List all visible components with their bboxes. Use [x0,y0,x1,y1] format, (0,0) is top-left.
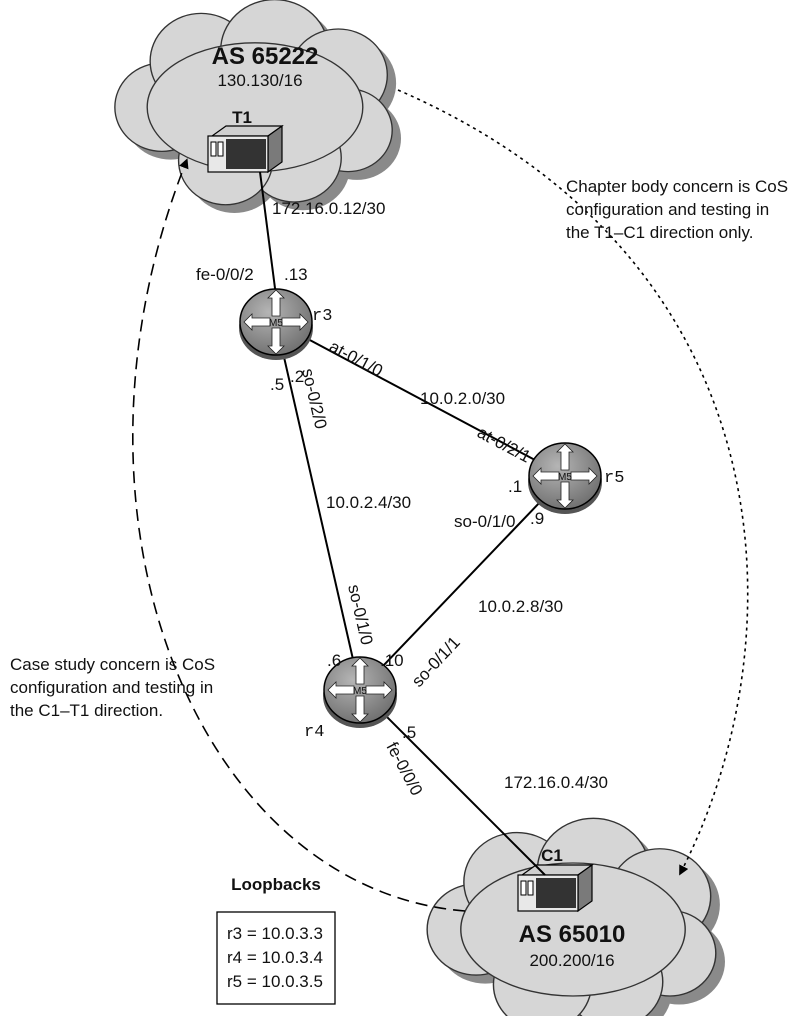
prefix-label-t1: 130.130/16 [217,71,302,90]
link-r5-r4 [359,475,566,691]
router-r5-icon: M5 [528,442,602,514]
link-r4-c1 [359,689,546,876]
cloud-as65222 [114,0,402,214]
subnet-r4-c1: 172.16.0.4/30 [504,773,608,792]
note-case-line-1: Case study concern is CoS [10,655,215,674]
interface-r3-fe: fe-0/0/2 [196,265,254,284]
note-chapter-line-2: configuration and testing in [566,200,769,219]
note-case-line-2: configuration and testing in [10,678,213,697]
addr-r3-so: .5 [270,375,284,394]
note-chapter-line-1: Chapter body concern is CoS [566,177,788,196]
loopbacks-title: Loopbacks [231,875,321,894]
interface-r3-so: so-0/2/0 [298,367,330,431]
loopback-r5: r5 = 10.0.3.5 [227,972,323,991]
interface-r5-so: so-0/1/0 [454,512,515,531]
as-label-t1: AS 65222 [212,43,319,70]
link-t1-r3 [259,171,277,297]
router-badge-r3: M5 [269,318,283,329]
interface-r5-at: at-0/2/1 [474,423,534,467]
router-badge-r5: M5 [558,472,572,483]
subnet-r3-r5: 10.0.2.0/30 [420,389,505,408]
link-r3-r5 [275,321,566,477]
addr-r4-so0: .6 [327,651,341,670]
cloud-as65010 [426,817,725,1016]
note-chapter-line-3: the T1–C1 direction only. [566,223,753,242]
interface-r3-at: at-0/1/0 [326,337,386,381]
router-badge-r4: M5 [353,686,367,697]
as-label-c1: AS 65010 [519,921,626,948]
addr-r3-fe: .13 [284,265,308,284]
interface-r4-so1: so-0/1/1 [408,633,464,691]
loopback-r4: r4 = 10.0.3.4 [227,948,323,967]
router-r3-icon: M5 [239,288,313,360]
host-label-c1: C1 [541,846,563,865]
addr-r4-so1: .10 [380,651,404,670]
router-name-r5: r5 [604,469,624,488]
addr-r3-at: .2 [290,367,304,386]
host-label-t1: T1 [232,108,252,127]
loopbacks-box [216,911,336,1005]
addr-r5-so: .9 [530,509,544,528]
router-name-r3: r3 [312,307,332,326]
subnet-t1-r3: 172.16.0.12/30 [272,199,385,218]
server-icon-t1 [207,124,284,174]
addr-r5-at: .1 [508,477,522,496]
router-name-r4: r4 [304,723,324,742]
server-icon-c1 [517,863,594,913]
arrow-c1-to-t1 [132,158,466,912]
link-r3-r4 [275,321,361,691]
prefix-label-c1: 200.200/16 [529,951,614,970]
loopback-r3: r3 = 10.0.3.3 [227,924,323,943]
interface-r4-fe: fe-0/0/0 [382,739,426,799]
router-r4-icon: M5 [323,656,397,728]
subnet-r5-r4: 10.0.2.8/30 [478,597,563,616]
subnet-r3-r4: 10.0.2.4/30 [326,493,411,512]
addr-r4-fe: .5 [402,723,416,742]
note-case-line-3: the C1–T1 direction. [10,701,163,720]
